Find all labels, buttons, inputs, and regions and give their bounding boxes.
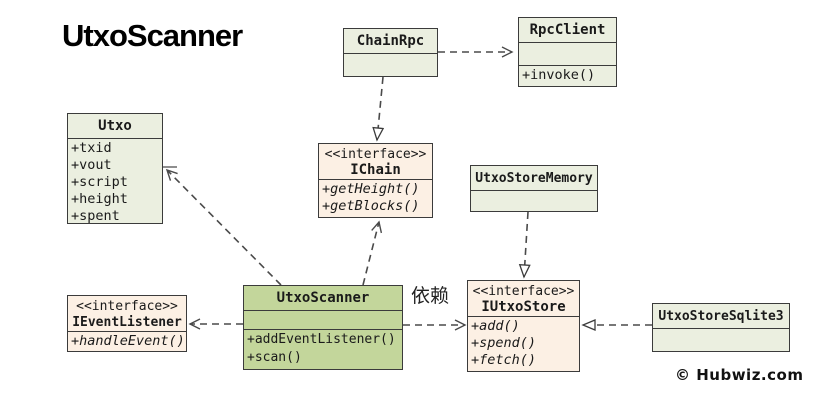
stereotype-label: <<interface>>	[76, 299, 178, 314]
method: +handleEvent()	[71, 333, 185, 349]
utxostorememory-empty-compartment	[471, 190, 597, 211]
chainrpc-empty-compartment	[344, 53, 437, 76]
class-box-rpcclient: RpcClient +invoke()	[518, 17, 617, 87]
interface-name-ichain: IChain	[350, 162, 401, 178]
page-title: UtxoScanner	[62, 18, 243, 53]
class-name-utxostorememory: UtxoStoreMemory	[475, 171, 593, 186]
method: +spend()	[471, 335, 537, 351]
interface-name-ieventlistener: IEventListener	[72, 315, 182, 330]
class-name-chainrpc: ChainRpc	[356, 33, 425, 49]
class-box-utxostorememory: UtxoStoreMemory	[470, 165, 598, 212]
rpcclient-methods-compartment: +invoke()	[519, 65, 616, 86]
class-name-rpcclient: RpcClient	[529, 22, 606, 38]
attribute: +txid	[71, 140, 112, 156]
interface-box-iutxostore: <<interface>> IUtxoStore +add() +spend()…	[467, 280, 580, 372]
stereotype-label: <<interface>>	[472, 284, 575, 299]
watermark: © Hubwiz.com	[675, 366, 804, 384]
class-box-utxo: Utxo +txid +vout +script +height +spent	[67, 113, 163, 224]
ieventlistener-header: <<interface>> IEventListener	[68, 296, 186, 331]
method: +addEventListener()	[247, 332, 396, 347]
dependency-utxoscanner-to-ichain	[362, 220, 383, 286]
interface-box-ieventlistener: <<interface>> IEventListener +handleEven…	[67, 295, 187, 352]
class-box-utxostoresqlite3: UtxoStoreSqlite3	[652, 303, 790, 352]
class-box-utxoscanner: UtxoScanner +addEventListener() +scan()	[243, 285, 403, 370]
iutxostore-header: <<interface>> IUtxoStore	[468, 281, 579, 316]
utxoscanner-methods-compartment: +addEventListener() +scan()	[244, 329, 402, 369]
realization-chainrpc-to-ichain	[372, 76, 385, 142]
ichain-header: <<interface>> IChain	[319, 144, 432, 179]
ieventlistener-methods-compartment: +handleEvent()	[68, 331, 186, 352]
iutxostore-methods-compartment: +add() +spend() +fetch()	[468, 316, 579, 371]
interface-name-iutxostore: IUtxoStore	[481, 299, 566, 315]
method: +add()	[471, 318, 520, 334]
dependency-utxoscanner-to-utxo	[165, 168, 282, 286]
rpcclient-attributes-compartment	[519, 42, 616, 65]
class-box-chainrpc: ChainRpc	[343, 28, 438, 77]
ichain-methods-compartment: +getHeight() +getBlocks()	[319, 179, 432, 217]
attribute: +height	[71, 191, 128, 207]
dependency-label-zh: 依赖	[411, 285, 450, 307]
method: +scan()	[247, 350, 302, 365]
attribute: +script	[71, 174, 128, 190]
class-name-utxoscanner: UtxoScanner	[276, 290, 370, 306]
method: +invoke()	[522, 67, 596, 83]
class-name-utxo: Utxo	[98, 118, 132, 134]
utxo-attributes-compartment: +txid +vout +script +height +spent	[68, 138, 162, 227]
method: +getBlocks()	[322, 198, 420, 214]
interface-box-ichain: <<interface>> IChain +getHeight() +getBl…	[318, 143, 433, 218]
realization-utxostorememory-to-iutxostore	[518, 211, 531, 279]
attribute: +vout	[71, 157, 112, 173]
class-name-utxostoresqlite3: UtxoStoreSqlite3	[658, 309, 784, 324]
method: +fetch()	[471, 352, 537, 368]
attribute: +spent	[71, 208, 120, 224]
method: +getHeight()	[322, 181, 420, 197]
stereotype-label: <<interface>>	[324, 147, 427, 162]
utxostoresqlite3-empty-compartment	[653, 328, 789, 351]
utxoscanner-attributes-compartment	[244, 310, 402, 329]
